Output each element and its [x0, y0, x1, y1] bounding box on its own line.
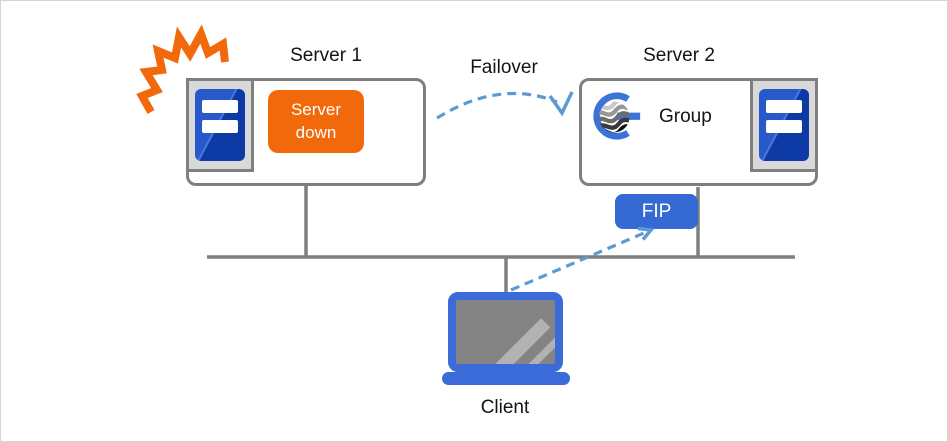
server2-title: Server 2 — [643, 45, 715, 66]
server1-title: Server 1 — [290, 45, 362, 66]
server-tower-body — [759, 89, 809, 161]
failover-arrow — [436, 91, 558, 120]
server-slot — [202, 100, 238, 113]
server1-box: Server down — [186, 78, 426, 186]
server-tower-icon — [750, 78, 818, 172]
screen-shine — [488, 318, 551, 364]
laptop-icon — [448, 292, 563, 372]
laptop-base — [442, 372, 570, 385]
client-to-fip-arrow — [510, 231, 645, 292]
server-tower-icon — [186, 78, 254, 172]
failover-arrowhead — [548, 91, 574, 117]
client-label: Client — [480, 397, 530, 418]
server-tower-body — [195, 89, 245, 161]
server-slot — [766, 120, 802, 133]
server-slot — [766, 100, 802, 113]
server2-box: Group — [579, 78, 818, 186]
fip-badge: FIP — [615, 194, 698, 229]
group-label: Group — [659, 106, 712, 127]
globe-g-logo-icon — [593, 92, 641, 140]
client-to-fip-arrowhead — [637, 226, 655, 241]
server-slot — [202, 120, 238, 133]
failover-label: Failover — [470, 57, 538, 78]
server-down-badge: Server down — [268, 90, 364, 153]
